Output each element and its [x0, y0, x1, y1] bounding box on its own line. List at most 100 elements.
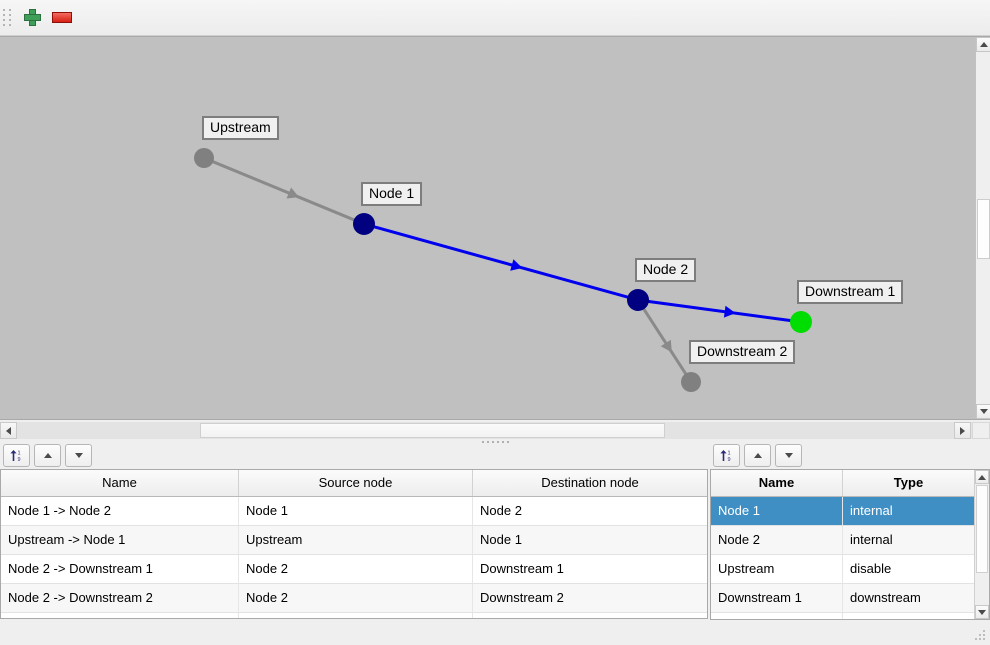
pane-splitter[interactable] — [0, 439, 990, 445]
table-row-empty — [1, 613, 707, 618]
table-cell[interactable]: Upstream — [239, 526, 473, 554]
table-row[interactable]: Node 2 internal — [711, 526, 989, 555]
canvas-horizontal-scrollbar[interactable] — [0, 422, 990, 439]
graph-node-node2[interactable] — [627, 289, 649, 311]
svg-text:9: 9 — [728, 457, 731, 463]
node-label-downstream1[interactable]: Downstream 1 — [797, 280, 904, 304]
column-header-type[interactable]: Type — [893, 475, 924, 490]
scroll-right-button[interactable] — [954, 422, 971, 439]
sort-button[interactable]: 1 9 — [3, 443, 30, 467]
triangle-up-icon — [979, 42, 988, 47]
sort-icon: 1 9 — [9, 448, 24, 463]
table-cell-empty — [239, 613, 473, 618]
graph-node-downstream1[interactable] — [790, 311, 812, 333]
node-label-node1[interactable]: Node 1 — [361, 182, 423, 206]
table-cell[interactable]: Node 2 — [239, 555, 473, 583]
nodes-table-header: Name Type — [711, 470, 989, 497]
graph-edge-node2-downstream2[interactable] — [642, 307, 688, 376]
scrollbar-corner — [972, 422, 990, 439]
node-label-node2[interactable]: Node 2 — [635, 258, 697, 282]
graph-edge-arrow-node2-downstream2 — [660, 339, 672, 353]
column-header-name[interactable]: Name — [1, 470, 239, 496]
table-row[interactable]: Node 1 internal — [711, 497, 989, 526]
graph-edge-arrow-node2-downstream1 — [723, 305, 736, 318]
graph-edge-node1-node2[interactable] — [373, 225, 629, 299]
table-cell[interactable]: Upstream -> Node 1 — [1, 526, 239, 554]
table-cell[interactable]: Node 2 — [239, 584, 473, 612]
canvas-vertical-scrollbar[interactable] — [975, 37, 990, 419]
table-cell[interactable]: Upstream — [711, 555, 843, 583]
node-label-upstream[interactable]: Upstream — [202, 116, 279, 140]
triangle-down-icon — [74, 452, 83, 458]
column-header-destination-node[interactable]: Destination node — [541, 475, 639, 490]
edges-toolbar: 1 9 — [0, 441, 708, 469]
table-row[interactable]: Downstream 1 downstream — [711, 584, 989, 613]
column-header-source-node[interactable]: Source node — [239, 470, 473, 496]
scroll-down-button[interactable] — [976, 404, 990, 419]
move-down-button[interactable] — [65, 443, 92, 467]
graph-node-node1[interactable] — [353, 213, 375, 235]
scroll-up-button[interactable] — [975, 470, 989, 484]
table-cell[interactable]: Node 1 — [239, 497, 473, 525]
table-cell[interactable]: Node 1 -> Node 2 — [1, 497, 239, 525]
scroll-down-button[interactable] — [975, 605, 989, 619]
table-cell[interactable]: Node 2 — [711, 526, 843, 554]
table-cell[interactable]: internal — [850, 503, 893, 518]
graph-edge-arrow-node1-node2 — [510, 259, 523, 271]
graph-node-downstream2[interactable] — [681, 372, 701, 392]
triangle-down-icon — [978, 609, 986, 615]
splitter-grip — [481, 441, 509, 443]
triangle-left-icon — [6, 426, 11, 435]
graph-edge-arrow-upstream-node1 — [286, 187, 299, 199]
plus-icon — [23, 9, 41, 26]
table-cell[interactable]: internal — [850, 532, 893, 547]
table-cell[interactable]: Node 1 — [480, 532, 522, 547]
table-cell-empty — [473, 613, 707, 618]
table-cell[interactable]: Node 2 -> Downstream 1 — [1, 555, 239, 583]
move-up-button[interactable] — [744, 443, 771, 467]
table-cell[interactable]: Node 2 -> Downstream 2 — [1, 584, 239, 612]
column-header-name[interactable]: Name — [711, 470, 843, 496]
main-toolbar — [0, 0, 990, 36]
add-node-button[interactable] — [17, 3, 47, 33]
scroll-left-button[interactable] — [0, 422, 17, 439]
table-cell[interactable]: Downstream 1 — [711, 584, 843, 612]
toolbar-drag-handle[interactable] — [2, 7, 13, 29]
table-cell[interactable]: Node 2 — [480, 503, 522, 518]
move-down-button[interactable] — [775, 443, 802, 467]
vertical-scrollbar-thumb[interactable] — [976, 485, 988, 573]
window-resize-grip[interactable] — [975, 630, 988, 643]
graph-edge-upstream-node1[interactable] — [211, 160, 356, 222]
vertical-scrollbar-thumb[interactable] — [977, 199, 990, 259]
table-cell[interactable]: Downstream 1 — [480, 561, 564, 576]
table-row[interactable]: Upstream disable — [711, 555, 989, 584]
triangle-right-icon — [960, 426, 965, 435]
remove-node-button[interactable] — [47, 3, 77, 33]
sort-button[interactable]: 1 9 — [713, 443, 740, 467]
scroll-up-button[interactable] — [976, 37, 990, 52]
node-label-downstream2[interactable]: Downstream 2 — [689, 340, 796, 364]
table-cell[interactable]: disable — [850, 561, 892, 576]
nodes-table-scrollbar[interactable] — [974, 470, 989, 619]
move-up-button[interactable] — [34, 443, 61, 467]
table-cell[interactable]: downstream — [850, 590, 921, 605]
table-cell[interactable]: Node 1 — [711, 497, 843, 525]
sort-icon: 1 9 — [719, 448, 734, 463]
graph-node-upstream[interactable] — [194, 148, 214, 168]
table-cell-empty — [1, 613, 239, 618]
table-cell[interactable]: Downstream 2 — [480, 590, 564, 605]
horizontal-scrollbar-thumb[interactable] — [200, 423, 665, 438]
graph-edge-node2-downstream1[interactable] — [647, 299, 792, 323]
